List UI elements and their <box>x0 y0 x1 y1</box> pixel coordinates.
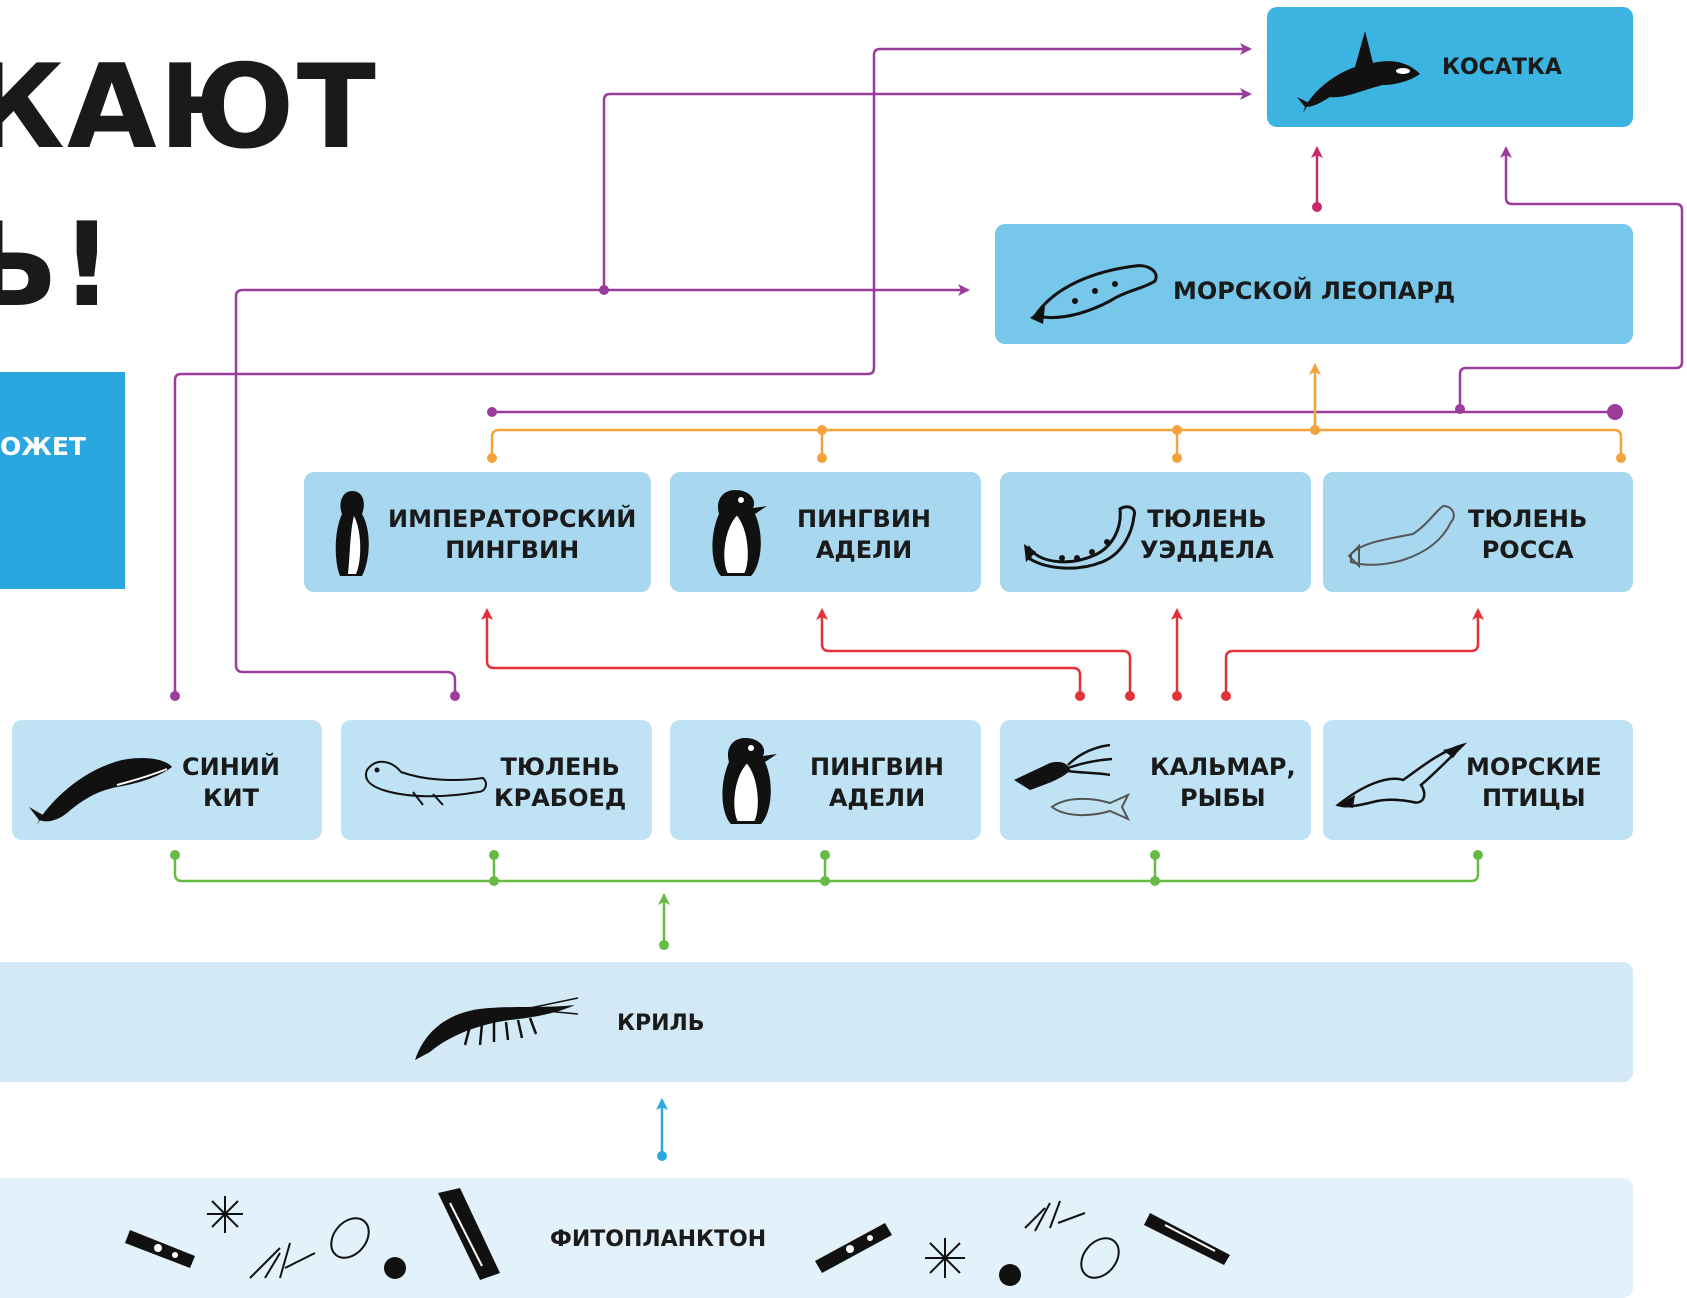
node-ross-seal: ТЮЛЕНЬ РОССА <box>1323 472 1633 592</box>
red-links <box>481 608 1484 696</box>
page-title-line-2: Ь! <box>0 198 116 333</box>
adelie-penguin-bottom-text: ПИНГВИН АДЕЛИ <box>810 753 945 812</box>
crimson-link <box>1311 146 1323 212</box>
node-krill-label: КРИЛЬ <box>617 1011 705 1036</box>
callout-box: ОЖЕТ <box>0 372 125 589</box>
node-emperor-penguin-label: ИМПЕРАТОРСКИЙ ПИНГВИН <box>388 504 636 566</box>
emperor-penguin-text: ИМПЕРАТОРСКИЙ ПИНГВИН <box>388 505 637 564</box>
node-weddell-seal: ТЮЛЕНЬ УЭДДЕЛА <box>1000 472 1311 592</box>
node-weddell-seal-label: ТЮЛЕНЬ УЭДДЕЛА <box>1140 504 1274 566</box>
weddell-seal-text: ТЮЛЕНЬ УЭДДЕЛА <box>1140 505 1274 564</box>
node-crabeater-seal: ТЮЛЕНЬ КРАБОЕД <box>341 720 652 840</box>
node-squid-fish: КАЛЬМАР, РЫБЫ <box>1000 720 1311 840</box>
whale-icon <box>29 757 172 825</box>
seal-icon <box>1347 504 1455 569</box>
bird-icon <box>1335 742 1468 808</box>
node-blue-whale: СИНИЙ КИТ <box>12 720 322 840</box>
node-leopard-seal-label: МОРСКОЙ ЛЕОПАРД <box>1173 277 1456 305</box>
red-dots <box>1075 691 1231 701</box>
node-crabeater-seal-label: ТЮЛЕНЬ КРАБОЕД <box>494 752 626 814</box>
seal-icon <box>1024 505 1137 570</box>
crabeater-seal-text: ТЮЛЕНЬ КРАБОЕД <box>494 753 627 812</box>
node-orca: КОСАТКА <box>1267 7 1633 127</box>
node-leopard-seal: МОРСКОЙ ЛЕОПАРД <box>995 224 1633 344</box>
adelie-penguin-top-text: ПИНГВИН АДЕЛИ <box>797 505 932 564</box>
node-seabirds-label: МОРСКИЕ ПТИЦЫ <box>1466 752 1602 814</box>
seal-icon <box>1030 264 1158 324</box>
purple-links <box>173 43 1684 695</box>
page-title-line-1: КАЮТ <box>0 40 378 175</box>
node-blue-whale-label: СИНИЙ КИТ <box>182 752 280 814</box>
penguin-icon <box>722 738 777 824</box>
node-seabirds: МОРСКИЕ ПТИЦЫ <box>1323 720 1633 840</box>
node-phytoplankton: ФИТОПЛАНКТОН <box>0 1178 1633 1298</box>
orange-dots <box>487 425 1626 463</box>
node-emperor-penguin: ИМПЕРАТОРСКИЙ ПИНГВИН <box>304 472 651 592</box>
green-dots <box>170 850 1483 950</box>
node-ross-seal-label: ТЮЛЕНЬ РОССА <box>1468 504 1587 566</box>
ross-seal-text: ТЮЛЕНЬ РОССА <box>1468 505 1588 564</box>
blue-link <box>656 1098 668 1161</box>
penguin-icon <box>712 490 767 576</box>
node-orca-label: КОСАТКА <box>1442 55 1562 80</box>
node-adelie-penguin-bottom: ПИНГВИН АДЕЛИ <box>670 720 981 840</box>
seabirds-text: МОРСКИЕ ПТИЦЫ <box>1466 753 1602 812</box>
krill-icon <box>415 997 579 1060</box>
orange-links <box>490 363 1623 458</box>
node-phytoplankton-label: ФИТОПЛАНКТОН <box>550 1227 767 1252</box>
callout-text: ОЖЕТ <box>0 432 86 461</box>
node-adelie-penguin-bottom-label: ПИНГВИН АДЕЛИ <box>810 752 944 814</box>
squid-fish-text: КАЛЬМАР, РЫБЫ <box>1150 753 1296 812</box>
node-squid-fish-label: КАЛЬМАР, РЫБЫ <box>1150 752 1296 814</box>
blue-whale-text: СИНИЙ КИТ <box>182 753 280 812</box>
phytoplankton-icon <box>125 1188 500 1280</box>
phytoplankton-icon <box>815 1200 1230 1286</box>
seal-icon <box>365 760 487 806</box>
orca-icon <box>1297 31 1420 113</box>
node-krill: КРИЛЬ <box>0 962 1633 1082</box>
penguin-icon <box>335 491 369 576</box>
green-links <box>173 855 1480 945</box>
squid-icon <box>1014 743 1131 822</box>
node-adelie-penguin-top: ПИНГВИН АДЕЛИ <box>670 472 981 592</box>
node-adelie-penguin-top-label: ПИНГВИН АДЕЛИ <box>797 504 931 566</box>
